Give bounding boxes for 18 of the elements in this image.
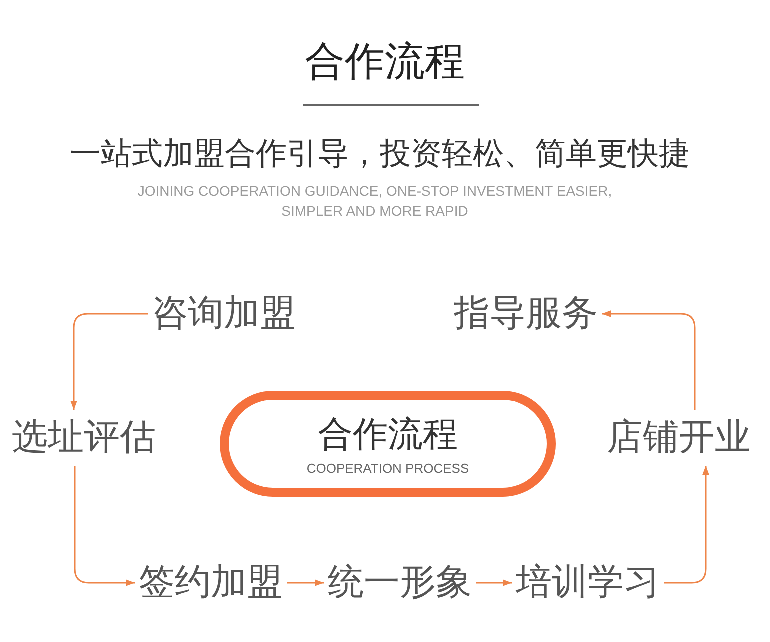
step-label: 培训学习 [516, 565, 660, 601]
arrow [602, 310, 696, 410]
pill-title: 合作流程 [318, 418, 458, 452]
step-label: 店铺开业 [607, 420, 751, 456]
step-label: 指导服务 [454, 296, 598, 332]
subtitle: 一站式加盟合作引导，投资轻松、简单更快捷 [70, 139, 690, 170]
arrow [664, 466, 710, 584]
step-label: 签约加盟 [139, 565, 283, 601]
step-label: 统一形象 [328, 565, 472, 601]
step-label: 咨询加盟 [152, 296, 296, 332]
arrow [287, 580, 324, 586]
arrow [70, 313, 148, 410]
arrow [74, 466, 135, 586]
pill-subtitle: COOPERATION PROCESS [306, 462, 470, 474]
title: 合作流程 [305, 42, 465, 82]
arrow [476, 580, 512, 586]
english-subtitle: JOINING COOPERATION GUIDANCE, ONE-STOP INVESTMENT EASIER, SIMPLER AND MORE RAPID [136, 182, 614, 221]
step-label: 选址评估 [12, 420, 156, 456]
